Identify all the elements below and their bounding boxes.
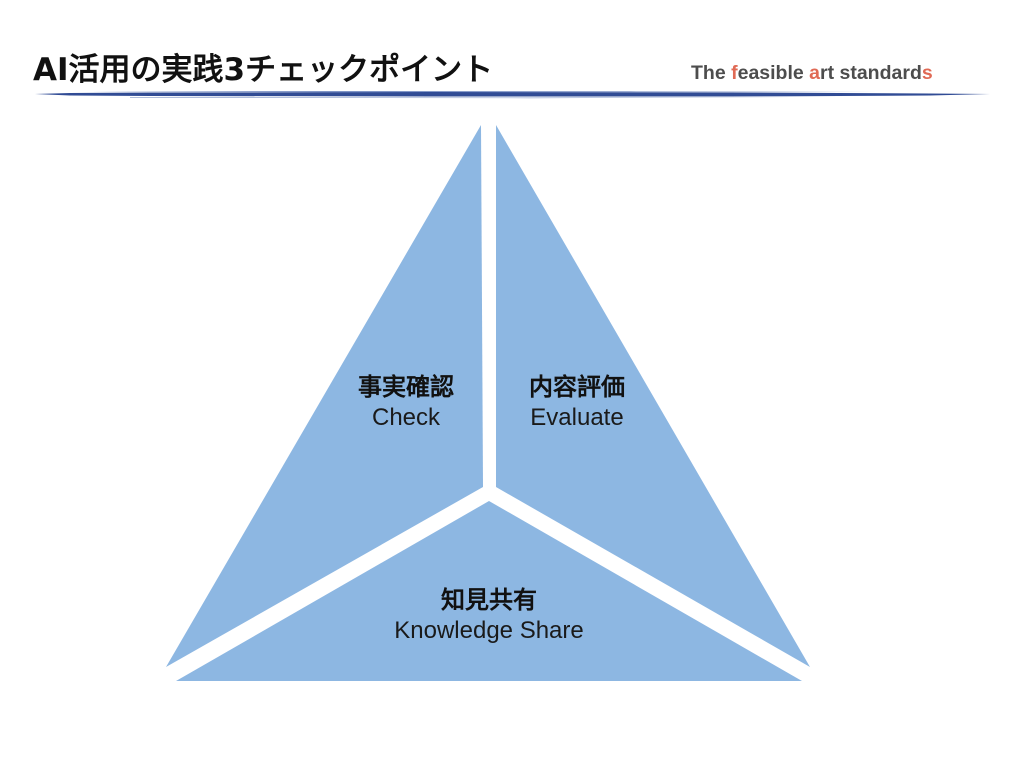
brush-stroke-divider — [35, 91, 990, 99]
label-knowledge-share-en: Knowledge Share — [394, 617, 584, 644]
brand-accent-a: a — [809, 62, 820, 84]
triangle-segment-evaluate — [496, 125, 810, 667]
page-title: AI活用の実践3チェックポイント — [33, 52, 494, 88]
brand-segment: rt standard — [820, 62, 922, 84]
label-check-jp: 事実確認 — [358, 373, 454, 401]
brand-segment: easible — [737, 62, 810, 84]
brand-logo-text: The feasible art standards — [691, 62, 933, 85]
brand-accent-f: f — [731, 62, 738, 84]
label-check: 事実確認 Check — [336, 371, 476, 433]
label-knowledge-share-jp: 知見共有 — [441, 586, 537, 614]
label-evaluate: 内容評価 Evaluate — [507, 371, 647, 433]
brand-segment: The — [691, 62, 732, 84]
label-evaluate-jp: 内容評価 — [529, 373, 625, 401]
brand-accent-s: s — [921, 62, 933, 84]
triangle-segment-knowledge-share — [176, 501, 802, 681]
label-knowledge-share: 知見共有 Knowledge Share — [369, 584, 609, 646]
label-evaluate-en: Evaluate — [530, 404, 624, 431]
label-check-en: Check — [371, 404, 441, 431]
triangle-segment-check — [166, 125, 483, 667]
